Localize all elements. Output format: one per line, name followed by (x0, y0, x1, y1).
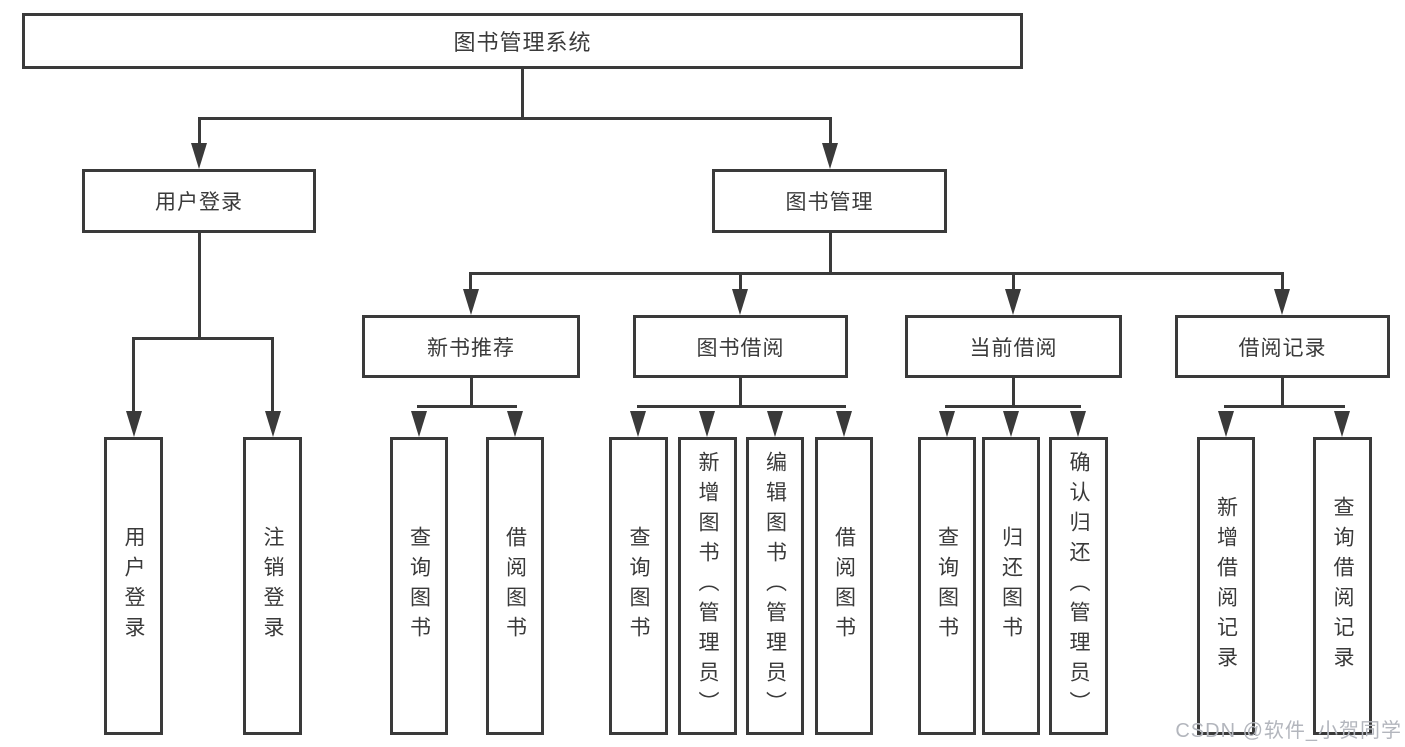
node-label: 借阅记录 (1238, 336, 1327, 360)
connector-line (198, 117, 832, 120)
node-current-borrowing: 当前借阅 (905, 315, 1122, 378)
arrow-down-icon (1334, 411, 1350, 437)
arrow-down-icon (463, 289, 479, 315)
leaf-borrow-books: 借阅图书 (815, 437, 873, 735)
connector-line (521, 69, 524, 118)
leaf-label: 新增借阅记录 (1214, 496, 1238, 676)
leaf-confirm-return-admin: 确认归还（管理员） (1049, 437, 1108, 735)
connector-line (417, 405, 517, 408)
node-new-book-recommend: 新书推荐 (362, 315, 580, 378)
connector-line (637, 405, 846, 408)
leaf-add-borrow-record: 新增借阅记录 (1197, 437, 1255, 735)
connector-line (470, 378, 473, 408)
leaf-label: 查询图书 (627, 526, 650, 646)
connector-line (829, 233, 832, 272)
arrow-down-icon (732, 289, 748, 315)
leaf-borrow-books-recommend: 借阅图书 (486, 437, 544, 735)
leaf-query-books-borrow: 查询图书 (609, 437, 668, 735)
leaf-query-borrow-record: 查询借阅记录 (1313, 437, 1372, 735)
csdn-watermark: CSDN @软件_小贺同学 (1175, 720, 1402, 742)
node-library-management-system: 图书管理系统 (22, 13, 1023, 69)
connector-line (1281, 378, 1284, 408)
arrow-down-icon (699, 411, 715, 437)
leaf-label: 用户登录 (122, 526, 145, 646)
arrow-down-icon (767, 411, 783, 437)
connector-line (1224, 405, 1345, 408)
leaf-return-books: 归还图书 (982, 437, 1040, 735)
arrow-down-icon (822, 143, 838, 169)
connector-line (469, 272, 1283, 275)
leaf-label: 编辑图书（管理员） (763, 451, 787, 721)
leaf-label: 查询图书 (935, 526, 959, 646)
connector-line (469, 272, 472, 291)
arrow-down-icon (1005, 289, 1021, 315)
arrow-down-icon (265, 411, 281, 437)
arrow-down-icon (191, 143, 207, 169)
leaf-label: 借阅图书 (832, 526, 856, 646)
connector-line (1012, 378, 1015, 408)
connector-line (945, 405, 1081, 408)
node-user-login: 用户登录 (82, 169, 316, 233)
connector-line (739, 272, 742, 291)
arrow-down-icon (1218, 411, 1234, 437)
arrow-down-icon (836, 411, 852, 437)
node-label: 新书推荐 (427, 336, 515, 360)
leaf-add-book-admin: 新增图书（管理员） (678, 437, 737, 735)
node-book-management: 图书管理 (712, 169, 947, 233)
connector-line (132, 337, 135, 414)
node-label: 当前借阅 (969, 336, 1058, 360)
node-label: 图书管理系统 (453, 30, 592, 55)
connector-line (271, 337, 274, 414)
leaf-label: 确认归还（管理员） (1067, 451, 1090, 721)
connector-line (198, 233, 201, 337)
arrow-down-icon (1003, 411, 1019, 437)
leaf-logout: 注销登录 (243, 437, 302, 735)
node-label: 用户登录 (155, 191, 243, 214)
leaf-query-books-recommend: 查询图书 (390, 437, 448, 735)
leaf-query-books-current: 查询图书 (918, 437, 976, 735)
arrow-down-icon (411, 411, 427, 437)
leaf-edit-book-admin: 编辑图书（管理员） (746, 437, 804, 735)
arrow-down-icon (630, 411, 646, 437)
leaf-user-login: 用户登录 (104, 437, 163, 735)
connector-line (1281, 272, 1284, 291)
arrow-down-icon (507, 411, 523, 437)
node-book-borrowing: 图书借阅 (633, 315, 848, 378)
leaf-label: 归还图书 (999, 526, 1023, 646)
arrow-down-icon (1070, 411, 1086, 437)
arrow-down-icon (1274, 289, 1290, 315)
leaf-label: 注销登录 (261, 526, 284, 646)
connector-line (1012, 272, 1015, 291)
connector-line (132, 337, 274, 340)
node-label: 图书管理 (785, 191, 874, 214)
node-borrowing-records: 借阅记录 (1175, 315, 1390, 378)
leaf-label: 查询借阅记录 (1331, 496, 1354, 676)
leaf-label: 查询图书 (407, 526, 431, 646)
leaf-label: 新增图书（管理员） (696, 451, 719, 721)
arrow-down-icon (939, 411, 955, 437)
connector-line (829, 117, 832, 147)
node-label: 图书借阅 (696, 336, 785, 360)
leaf-label: 借阅图书 (503, 526, 527, 646)
connector-line (739, 378, 742, 408)
connector-line (198, 117, 201, 147)
arrow-down-icon (126, 411, 142, 437)
